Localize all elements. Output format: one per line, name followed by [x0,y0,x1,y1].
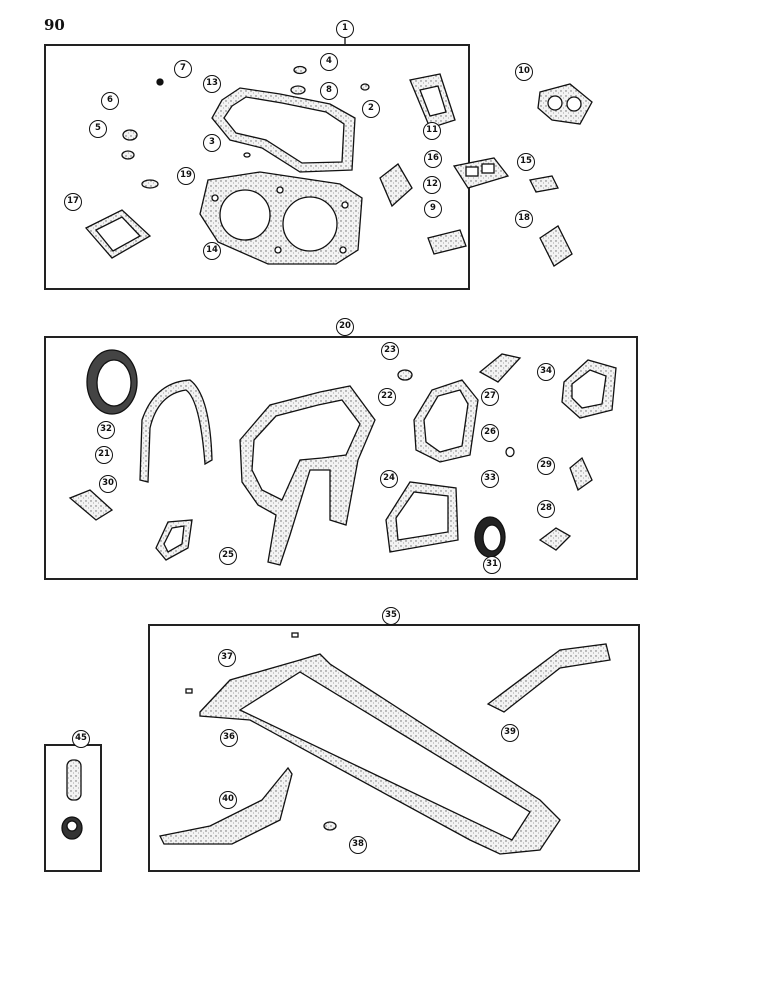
callout-45: 45 [72,730,90,748]
callout-28: 28 [537,500,555,518]
callout-24: 24 [380,470,398,488]
gasket-kit-45-panel [44,744,102,872]
front-crankshaft-seal [474,516,506,558]
page-number: 90 [44,16,65,34]
callout-6: 6 [101,92,119,110]
callout-25: 25 [219,547,237,565]
callout-39: 39 [501,724,519,742]
callout-1: 1 [336,20,354,38]
callout-29: 29 [537,457,555,475]
callout-10: 10 [515,63,533,81]
callout-5: 5 [89,120,107,138]
callout-27: 27 [481,388,499,406]
rear-crankshaft-seal [86,349,138,415]
callout-36: 36 [220,729,238,747]
callout-19: 19 [177,167,195,185]
callout-9: 9 [424,200,442,218]
callout-15: 15 [517,153,535,171]
callout-34: 34 [537,363,555,381]
callout-32: 32 [97,421,115,439]
callout-16: 16 [424,150,442,168]
callout-12: 12 [423,176,441,194]
callout-3: 3 [203,134,221,152]
callout-4: 4 [320,53,338,71]
callout-26: 26 [481,424,499,442]
callout-14: 14 [203,242,221,260]
callout-20: 20 [336,318,354,336]
callout-38: 38 [349,836,367,854]
front-cover-gasket-21 [139,379,213,483]
callout-8: 8 [320,82,338,100]
callout-37: 37 [218,649,236,667]
gasket-kit-20-panel [44,336,638,580]
callout-11: 11 [423,122,441,140]
callout-30: 30 [99,475,117,493]
callout-18: 18 [515,210,533,228]
callout-7: 7 [174,60,192,78]
valve-cover-gasket [211,87,356,173]
callout-23: 23 [381,342,399,360]
callout-21: 21 [95,446,113,464]
cylinder-head-gasket [199,171,363,265]
callout-2: 2 [362,100,380,118]
gasket-kit-35-panel [148,624,640,872]
callout-17: 17 [64,193,82,211]
callout-35: 35 [382,607,400,625]
callout-33: 33 [481,470,499,488]
callout-31: 31 [483,556,501,574]
callout-13: 13 [203,75,221,93]
callout-22: 22 [378,388,396,406]
callout-40: 40 [219,791,237,809]
